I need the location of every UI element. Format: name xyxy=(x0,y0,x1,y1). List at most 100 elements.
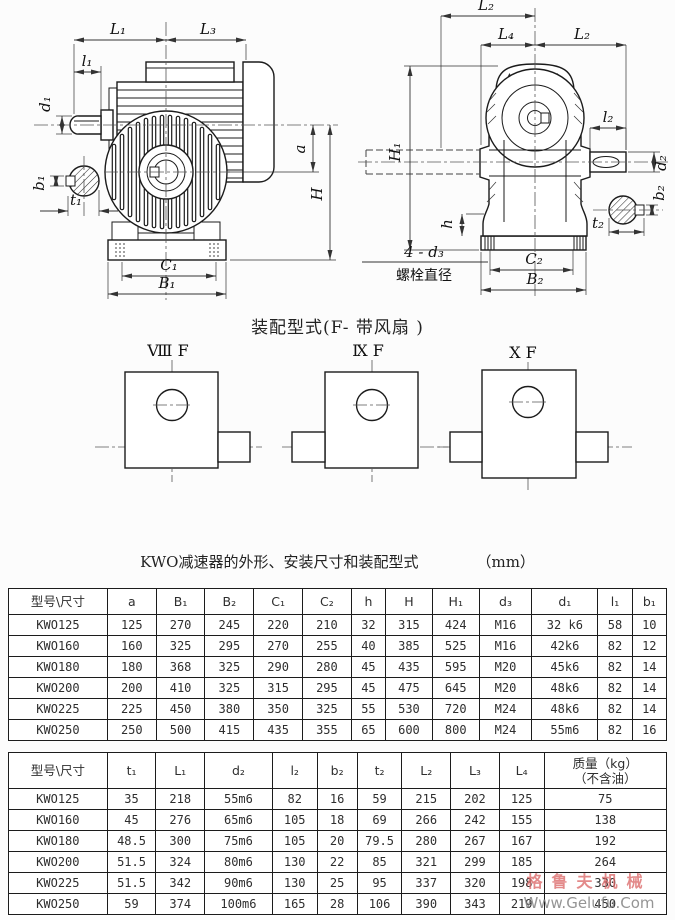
value-cell: 330 xyxy=(543,872,668,894)
base-flange xyxy=(107,239,227,261)
value-cell: 185 xyxy=(498,851,545,873)
value-cell: 45k6 xyxy=(531,656,599,678)
value-cell: 48k6 xyxy=(531,698,599,720)
value-cell: 270 xyxy=(253,635,304,657)
dim-label-C2: C₂ xyxy=(525,250,543,268)
value-cell: 48k6 xyxy=(531,677,599,699)
value-cell: 435 xyxy=(253,719,304,741)
value-cell: 424 xyxy=(431,614,480,636)
value-cell: 374 xyxy=(155,893,206,915)
bore-keyway xyxy=(540,112,550,124)
value-cell: 85 xyxy=(356,851,403,873)
dim-label-l2: l₂ xyxy=(603,108,614,126)
value-cell: 368 xyxy=(155,656,206,678)
value-cell: 165 xyxy=(271,893,318,915)
value-cell: 410 xyxy=(155,677,206,699)
dim-label-t2: t₂ xyxy=(592,214,604,232)
dim-label-H1: H₁ xyxy=(386,142,404,162)
value-cell: 40 xyxy=(350,635,387,657)
value-cell: 16 xyxy=(316,788,358,810)
column-header: H₁ xyxy=(431,588,480,615)
value-cell: 219 xyxy=(498,893,545,915)
front-view-drawing: L₁ L₃ l₁ d₁ b₁ t₁ a H C₁ B₁ xyxy=(30,20,338,300)
value-cell: 300 xyxy=(155,830,206,852)
value-cell: 14 xyxy=(631,677,668,699)
column-header: b₁ xyxy=(631,588,668,615)
value-cell: 325 xyxy=(302,698,352,720)
model-cell: KWO225 xyxy=(8,872,108,894)
value-cell: 255 xyxy=(302,635,352,657)
value-cell: 22 xyxy=(316,851,358,873)
value-cell: M20 xyxy=(478,656,533,678)
dim-label-H: H xyxy=(308,187,326,202)
value-cell: 58 xyxy=(597,614,633,636)
value-cell: 130 xyxy=(271,851,318,873)
value-cell: 160 xyxy=(106,635,157,657)
bolt-caption: 螺栓直径 xyxy=(396,267,452,284)
value-cell: 90m6 xyxy=(204,872,273,894)
dim-label-d1: d₁ xyxy=(36,96,54,112)
dim-label-a: a xyxy=(291,145,309,154)
column-header: h xyxy=(350,588,387,615)
value-cell: 215 xyxy=(401,788,452,810)
value-cell: 105 xyxy=(271,809,318,831)
value-cell: 250 xyxy=(106,719,157,741)
value-cell: 390 xyxy=(401,893,452,915)
value-cell: 202 xyxy=(450,788,500,810)
value-cell: 25 xyxy=(316,872,358,894)
value-cell: 800 xyxy=(431,719,480,741)
value-cell: 79.5 xyxy=(356,830,403,852)
value-cell: 192 xyxy=(543,830,668,852)
value-cell: 180 xyxy=(106,656,157,678)
value-cell: 475 xyxy=(385,677,433,699)
value-cell: 337 xyxy=(401,872,452,894)
value-cell: 450 xyxy=(155,698,206,720)
value-cell: 35 xyxy=(106,788,157,810)
value-cell: 500 xyxy=(155,719,206,741)
terminal-box xyxy=(145,61,235,83)
model-cell: KWO180 xyxy=(8,830,108,852)
dim-label-b1: b₁ xyxy=(30,175,48,191)
value-cell: 65m6 xyxy=(204,809,273,831)
column-header: 型号\尺寸 xyxy=(8,588,108,615)
value-cell: 295 xyxy=(302,677,352,699)
value-cell: 324 xyxy=(155,851,206,873)
model-cell: KWO225 xyxy=(8,698,108,720)
dim-label-L3: L₃ xyxy=(199,20,216,38)
value-cell: 125 xyxy=(498,788,545,810)
table-caption: KWO减速器的外形、安装尺寸和装配型式 （mm） xyxy=(0,551,675,572)
front-view-dimensions: L₁ L₃ l₁ d₁ b₁ t₁ a H C₁ B₁ xyxy=(30,20,336,299)
value-cell: 225 xyxy=(106,698,157,720)
dim-label-l1: l₁ xyxy=(82,52,93,70)
value-cell: 720 xyxy=(431,698,480,720)
value-cell: 16 xyxy=(631,719,668,741)
value-cell: 325 xyxy=(204,656,255,678)
column-header: d₂ xyxy=(204,752,273,789)
value-cell: 51.5 xyxy=(106,851,157,873)
value-cell: 280 xyxy=(302,656,352,678)
value-cell: 435 xyxy=(385,656,433,678)
value-cell: 595 xyxy=(431,656,480,678)
column-header: a xyxy=(106,588,157,615)
value-cell: 105 xyxy=(271,830,318,852)
value-cell: 45 xyxy=(106,809,157,831)
value-cell: 14 xyxy=(631,698,668,720)
dim-label-b2: b₂ xyxy=(650,185,668,201)
value-cell: M20 xyxy=(478,677,533,699)
value-cell: 80m6 xyxy=(204,851,273,873)
value-cell: 385 xyxy=(385,635,433,657)
column-header: L₂ xyxy=(401,752,452,789)
value-cell: 200 xyxy=(106,677,157,699)
assembly-title: 装配型式(F- 带风扇 ) xyxy=(251,318,424,338)
column-header: L₄ xyxy=(498,752,545,789)
